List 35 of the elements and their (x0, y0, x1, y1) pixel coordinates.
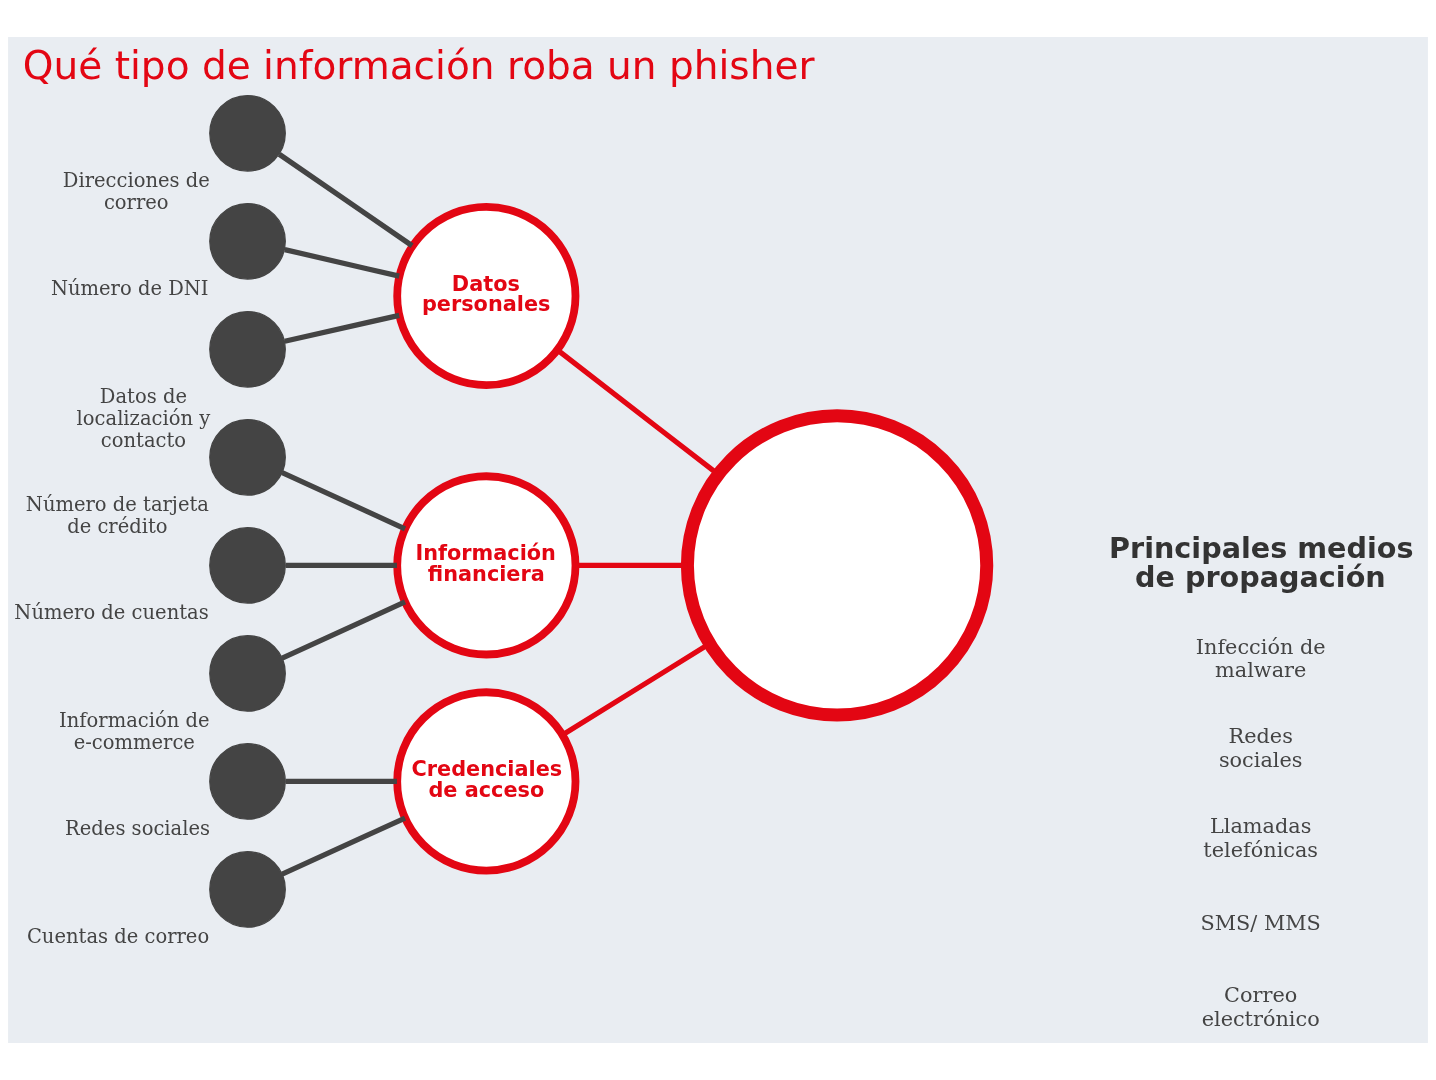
connector (281, 470, 407, 532)
node-label: Cuentas de correo (26, 924, 210, 948)
node-label: Direcciones de correo (62, 168, 210, 214)
node-circle (680, 409, 994, 722)
node-circle (209, 94, 286, 172)
node-circle: Credenciales de acceso (393, 688, 580, 875)
label: Llamadas telefónicas (1203, 814, 1319, 862)
node-circle (209, 851, 286, 928)
node-circle (209, 202, 286, 280)
diagram-title: Qué tipo de información roba un phisher (22, 42, 815, 88)
label: Redes sociales (1218, 724, 1303, 772)
node-label: Redes sociales (65, 816, 211, 840)
connector (284, 312, 400, 344)
node-circle: Información financiera (393, 472, 580, 659)
node-label: Información de e-commerce (59, 708, 210, 754)
label: Principales medios de propagación (1109, 531, 1414, 594)
node-circle (209, 310, 286, 388)
node-label: Número de DNI (50, 276, 209, 300)
node-circle (209, 418, 286, 496)
node-label: Número de cuentas (14, 600, 209, 624)
connector (285, 562, 397, 568)
connector (281, 815, 407, 877)
label: Infección de malware (1195, 634, 1326, 683)
node-label: Datos de localización y contacto (76, 384, 211, 452)
node-circle (209, 635, 286, 712)
label: SMS/ MMS (1200, 910, 1321, 935)
node-circle (209, 743, 286, 820)
node-circle: Datos personales (393, 202, 580, 390)
connector (277, 152, 414, 248)
connector (285, 778, 397, 784)
node-label: Número de tarjeta de crédito (25, 492, 209, 538)
connector (284, 247, 400, 279)
label: Correo electrónico (1201, 983, 1320, 1031)
connector (281, 599, 407, 661)
node-circle (209, 527, 286, 604)
